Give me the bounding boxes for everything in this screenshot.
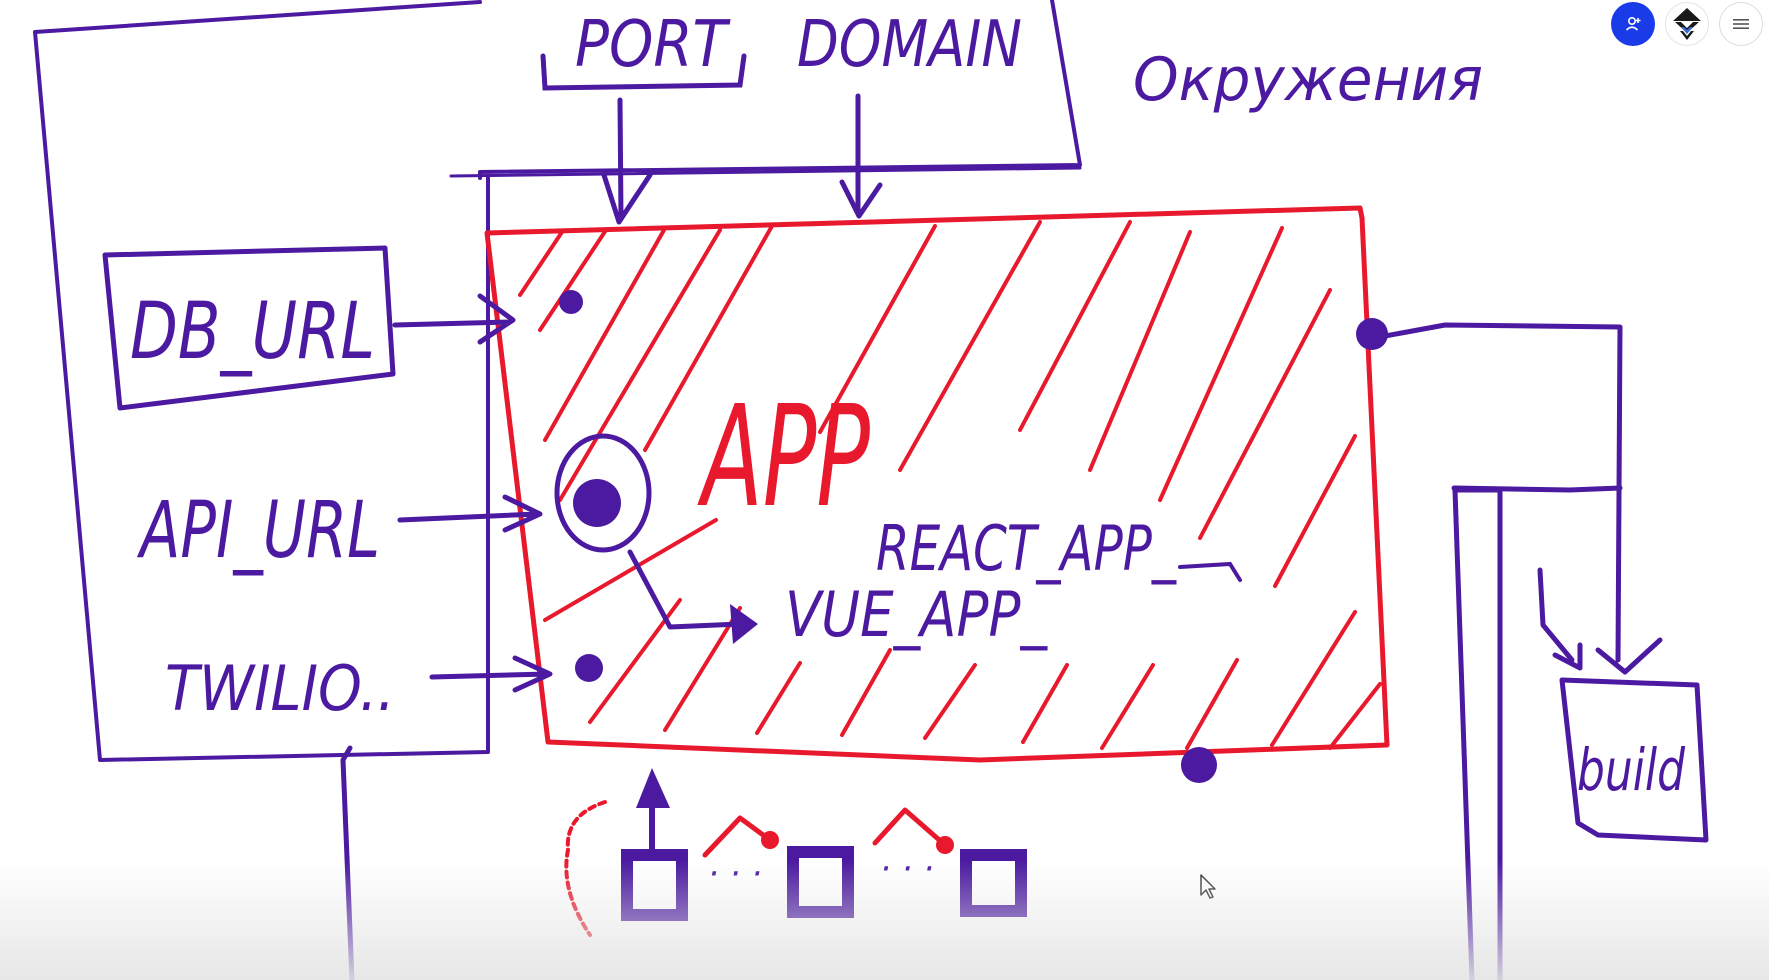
react-prefix-underline — [1178, 561, 1242, 582]
domain-label: DOMAIN — [797, 8, 1022, 82]
red-arrow-2 — [872, 807, 948, 848]
person-plus-icon — [1625, 16, 1641, 31]
mouse-cursor-icon — [1200, 874, 1216, 899]
port-label: PORT — [575, 8, 731, 82]
environments-label: Окружения — [1133, 45, 1483, 115]
vue-prefix-label: VUE_APP_ — [785, 578, 1048, 651]
hamburger-menu-icon — [1733, 19, 1749, 29]
db-url-dot — [559, 290, 583, 314]
api-url-label: API_URL — [136, 486, 380, 576]
red-arrow-2-dot — [936, 836, 954, 854]
bottom-left-line — [340, 745, 355, 980]
api-url-arrow — [397, 494, 543, 533]
app-bottom-dot — [1181, 747, 1217, 783]
db-url-box — [102, 245, 396, 411]
build-small-arrow — [1537, 567, 1583, 671]
twilio-arrow — [429, 655, 553, 693]
db-url-label: DB_URL — [130, 287, 375, 377]
app-logo-icon — [1673, 8, 1701, 40]
menu-button[interactable] — [1719, 2, 1763, 46]
upward-arrowhead — [636, 768, 670, 808]
app-logo-button[interactable] — [1665, 2, 1709, 46]
api-url-dot — [573, 479, 621, 527]
db-url-arrow — [392, 293, 516, 345]
layer-square-3 — [960, 849, 1027, 917]
red-arrow-1 — [702, 815, 773, 858]
port-bracket — [540, 53, 747, 91]
top-toolbar — [1611, 2, 1763, 46]
react-prefix-label: REACT_APP_ — [876, 512, 1177, 585]
vue-prefix-arrowhead — [730, 604, 758, 644]
layer-square-2 — [787, 846, 854, 918]
api-url-highlight — [554, 433, 652, 553]
ellipsis-2: · · · — [880, 849, 934, 889]
red-arrow-1-dot — [761, 831, 779, 849]
share-button[interactable] — [1611, 2, 1655, 46]
build-label: build — [1577, 736, 1686, 804]
layer-square-1 — [621, 849, 688, 921]
vue-prefix-arrow — [627, 549, 743, 630]
app-box — [484, 205, 1390, 763]
ellipsis-1: · · · — [708, 854, 762, 894]
port-arrow — [601, 97, 653, 225]
app-right-dot — [1356, 318, 1388, 350]
right-frame — [1451, 485, 1623, 980]
domain-arrow — [839, 93, 883, 219]
red-bracket — [564, 800, 607, 937]
app-to-build-line — [1382, 322, 1663, 675]
twilio-dot — [575, 654, 603, 682]
app-title: APP — [697, 376, 870, 539]
app-hatching — [518, 220, 1382, 750]
inner-frame — [449, 166, 1082, 178]
twilio-label: TWILIO.. — [165, 652, 395, 725]
build-box — [1559, 677, 1709, 843]
